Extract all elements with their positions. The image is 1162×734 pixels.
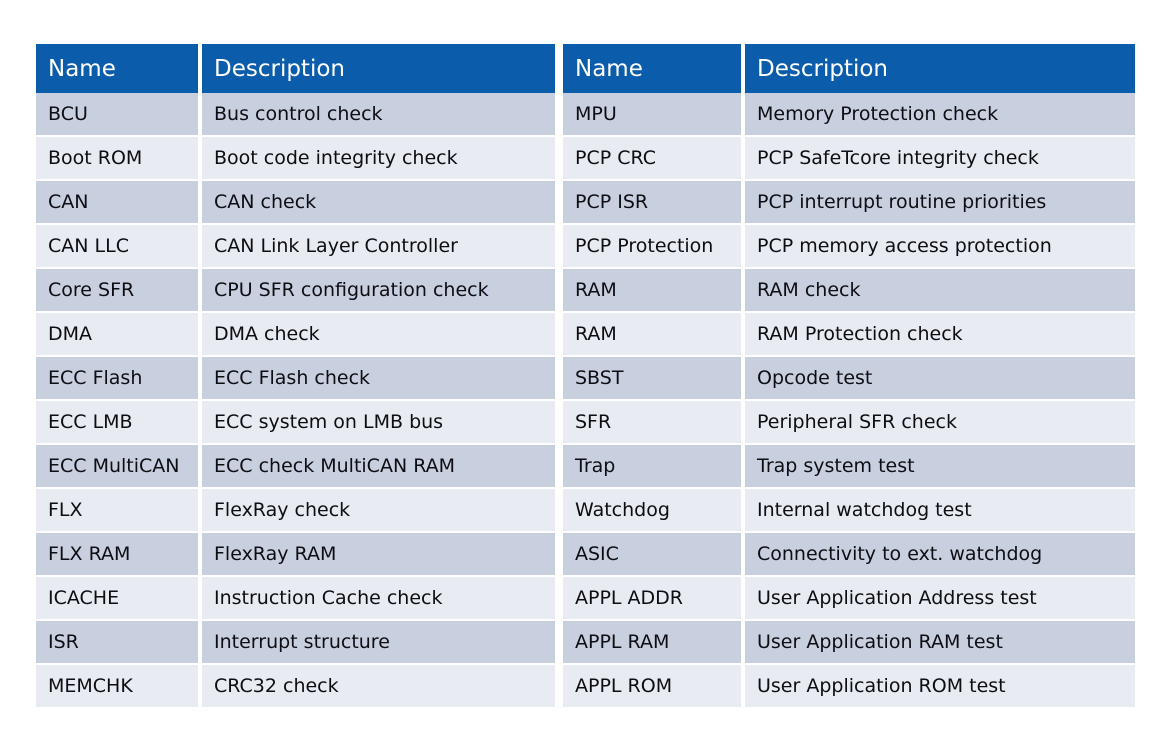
cell-name: SFR <box>563 401 745 445</box>
cell-description: Opcode test <box>745 357 1135 401</box>
cell-name: APPL RAM <box>563 621 745 665</box>
cell-description: Boot code integrity check <box>202 137 555 181</box>
cell-name: PCP CRC <box>563 137 745 181</box>
cell-description: CAN Link Layer Controller <box>202 225 555 269</box>
cell-description: Memory Protection check <box>745 93 1135 137</box>
cell-description: Bus control check <box>202 93 555 137</box>
cell-name: MPU <box>563 93 745 137</box>
cell-name: APPL ADDR <box>563 577 745 621</box>
header-row: Name Description <box>563 44 1135 93</box>
cell-name: ECC MultiCAN <box>36 445 202 489</box>
column-header-description[interactable]: Description <box>202 44 555 93</box>
cell-name: ASIC <box>563 533 745 577</box>
cell-description: ECC Flash check <box>202 357 555 401</box>
cell-description: FlexRay RAM <box>202 533 555 577</box>
cell-name: DMA <box>36 313 202 357</box>
cell-name: APPL ROM <box>563 665 745 707</box>
cell-description: DMA check <box>202 313 555 357</box>
cell-name: ECC Flash <box>36 357 202 401</box>
cell-description: RAM check <box>745 269 1135 313</box>
cell-name: Boot ROM <box>36 137 202 181</box>
cell-name: Trap <box>563 445 745 489</box>
cell-name: MEMCHK <box>36 665 202 707</box>
cell-description: Interrupt structure <box>202 621 555 665</box>
cell-name: Watchdog <box>563 489 745 533</box>
cell-description: ECC check MultiCAN RAM <box>202 445 555 489</box>
cell-description: User Application RAM test <box>745 621 1135 665</box>
cell-name: ICACHE <box>36 577 202 621</box>
cell-name: FLX <box>36 489 202 533</box>
cell-description: User Application ROM test <box>745 665 1135 707</box>
cell-description: RAM Protection check <box>745 313 1135 357</box>
cell-description: PCP SafeTcore integrity check <box>745 137 1135 181</box>
cell-description: User Application Address test <box>745 577 1135 621</box>
cell-name: FLX RAM <box>36 533 202 577</box>
cell-description: CRC32 check <box>202 665 555 707</box>
cell-name: SBST <box>563 357 745 401</box>
cell-name: PCP ISR <box>563 181 745 225</box>
cell-description: Peripheral SFR check <box>745 401 1135 445</box>
cell-name: PCP Protection <box>563 225 745 269</box>
cell-description: Connectivity to ext. watchdog <box>745 533 1135 577</box>
cell-description: Instruction Cache check <box>202 577 555 621</box>
left-table-header: Name Description <box>36 44 555 93</box>
column-header-description[interactable]: Description <box>745 44 1135 93</box>
cell-name: CAN LLC <box>36 225 202 269</box>
cell-name: ECC LMB <box>36 401 202 445</box>
cell-name: Core SFR <box>36 269 202 313</box>
cell-name: RAM <box>563 269 745 313</box>
cell-description: ECC system on LMB bus <box>202 401 555 445</box>
cell-description: PCP interrupt routine priorities <box>745 181 1135 225</box>
cell-name: ISR <box>36 621 202 665</box>
cell-description: CAN check <box>202 181 555 225</box>
cell-name: BCU <box>36 93 202 137</box>
column-header-name[interactable]: Name <box>36 44 202 93</box>
cell-description: Internal watchdog test <box>745 489 1135 533</box>
cell-description: PCP memory access protection <box>745 225 1135 269</box>
cell-description: Trap system test <box>745 445 1135 489</box>
cell-name: CAN <box>36 181 202 225</box>
right-table-header: Name Description <box>563 44 1135 93</box>
cell-description: FlexRay check <box>202 489 555 533</box>
column-header-name[interactable]: Name <box>563 44 745 93</box>
header-row: Name Description <box>36 44 555 93</box>
cell-name: RAM <box>563 313 745 357</box>
cell-description: CPU SFR configuration check <box>202 269 555 313</box>
